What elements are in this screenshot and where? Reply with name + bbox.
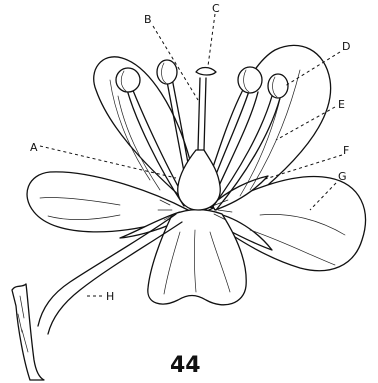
label-E: E [338, 98, 345, 111]
stem [12, 284, 44, 380]
label-G: G [338, 170, 347, 183]
label-D: D [342, 40, 350, 53]
figure-number: 44 [170, 353, 201, 378]
label-H: H [106, 290, 114, 303]
label-F: F [343, 144, 349, 157]
label-C: C [212, 2, 220, 15]
style [198, 78, 206, 150]
label-B: B [144, 13, 152, 26]
stigma [196, 68, 216, 76]
leader-C [208, 14, 215, 66]
label-A: A [30, 141, 38, 154]
